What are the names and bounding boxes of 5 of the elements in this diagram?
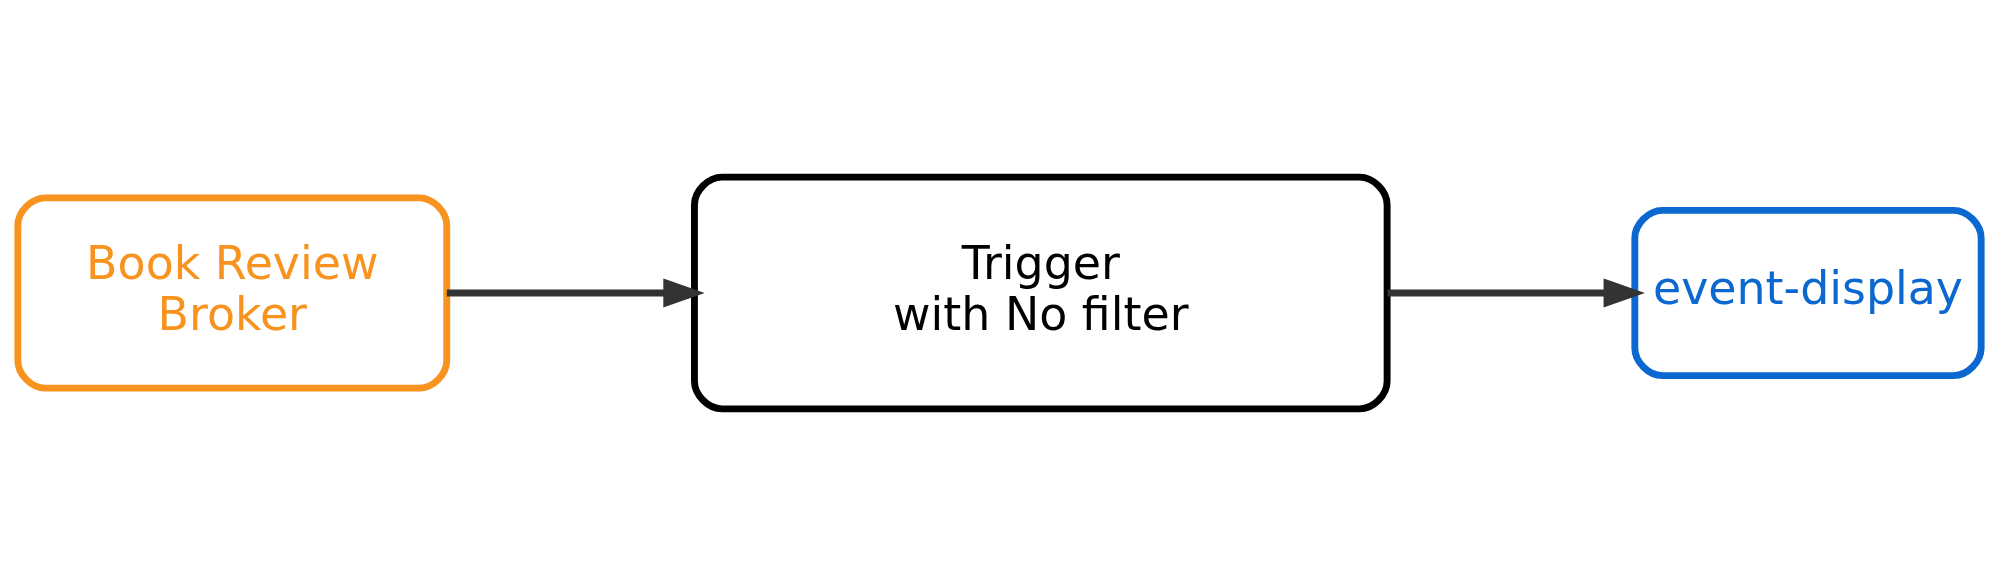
node-box: Book Review Broker — [14, 193, 451, 392]
arrow — [446, 278, 705, 307]
node-box: event-display — [1631, 206, 1985, 379]
arrow — [1387, 278, 1645, 307]
node-box: Trigger with No filter — [691, 173, 1391, 412]
